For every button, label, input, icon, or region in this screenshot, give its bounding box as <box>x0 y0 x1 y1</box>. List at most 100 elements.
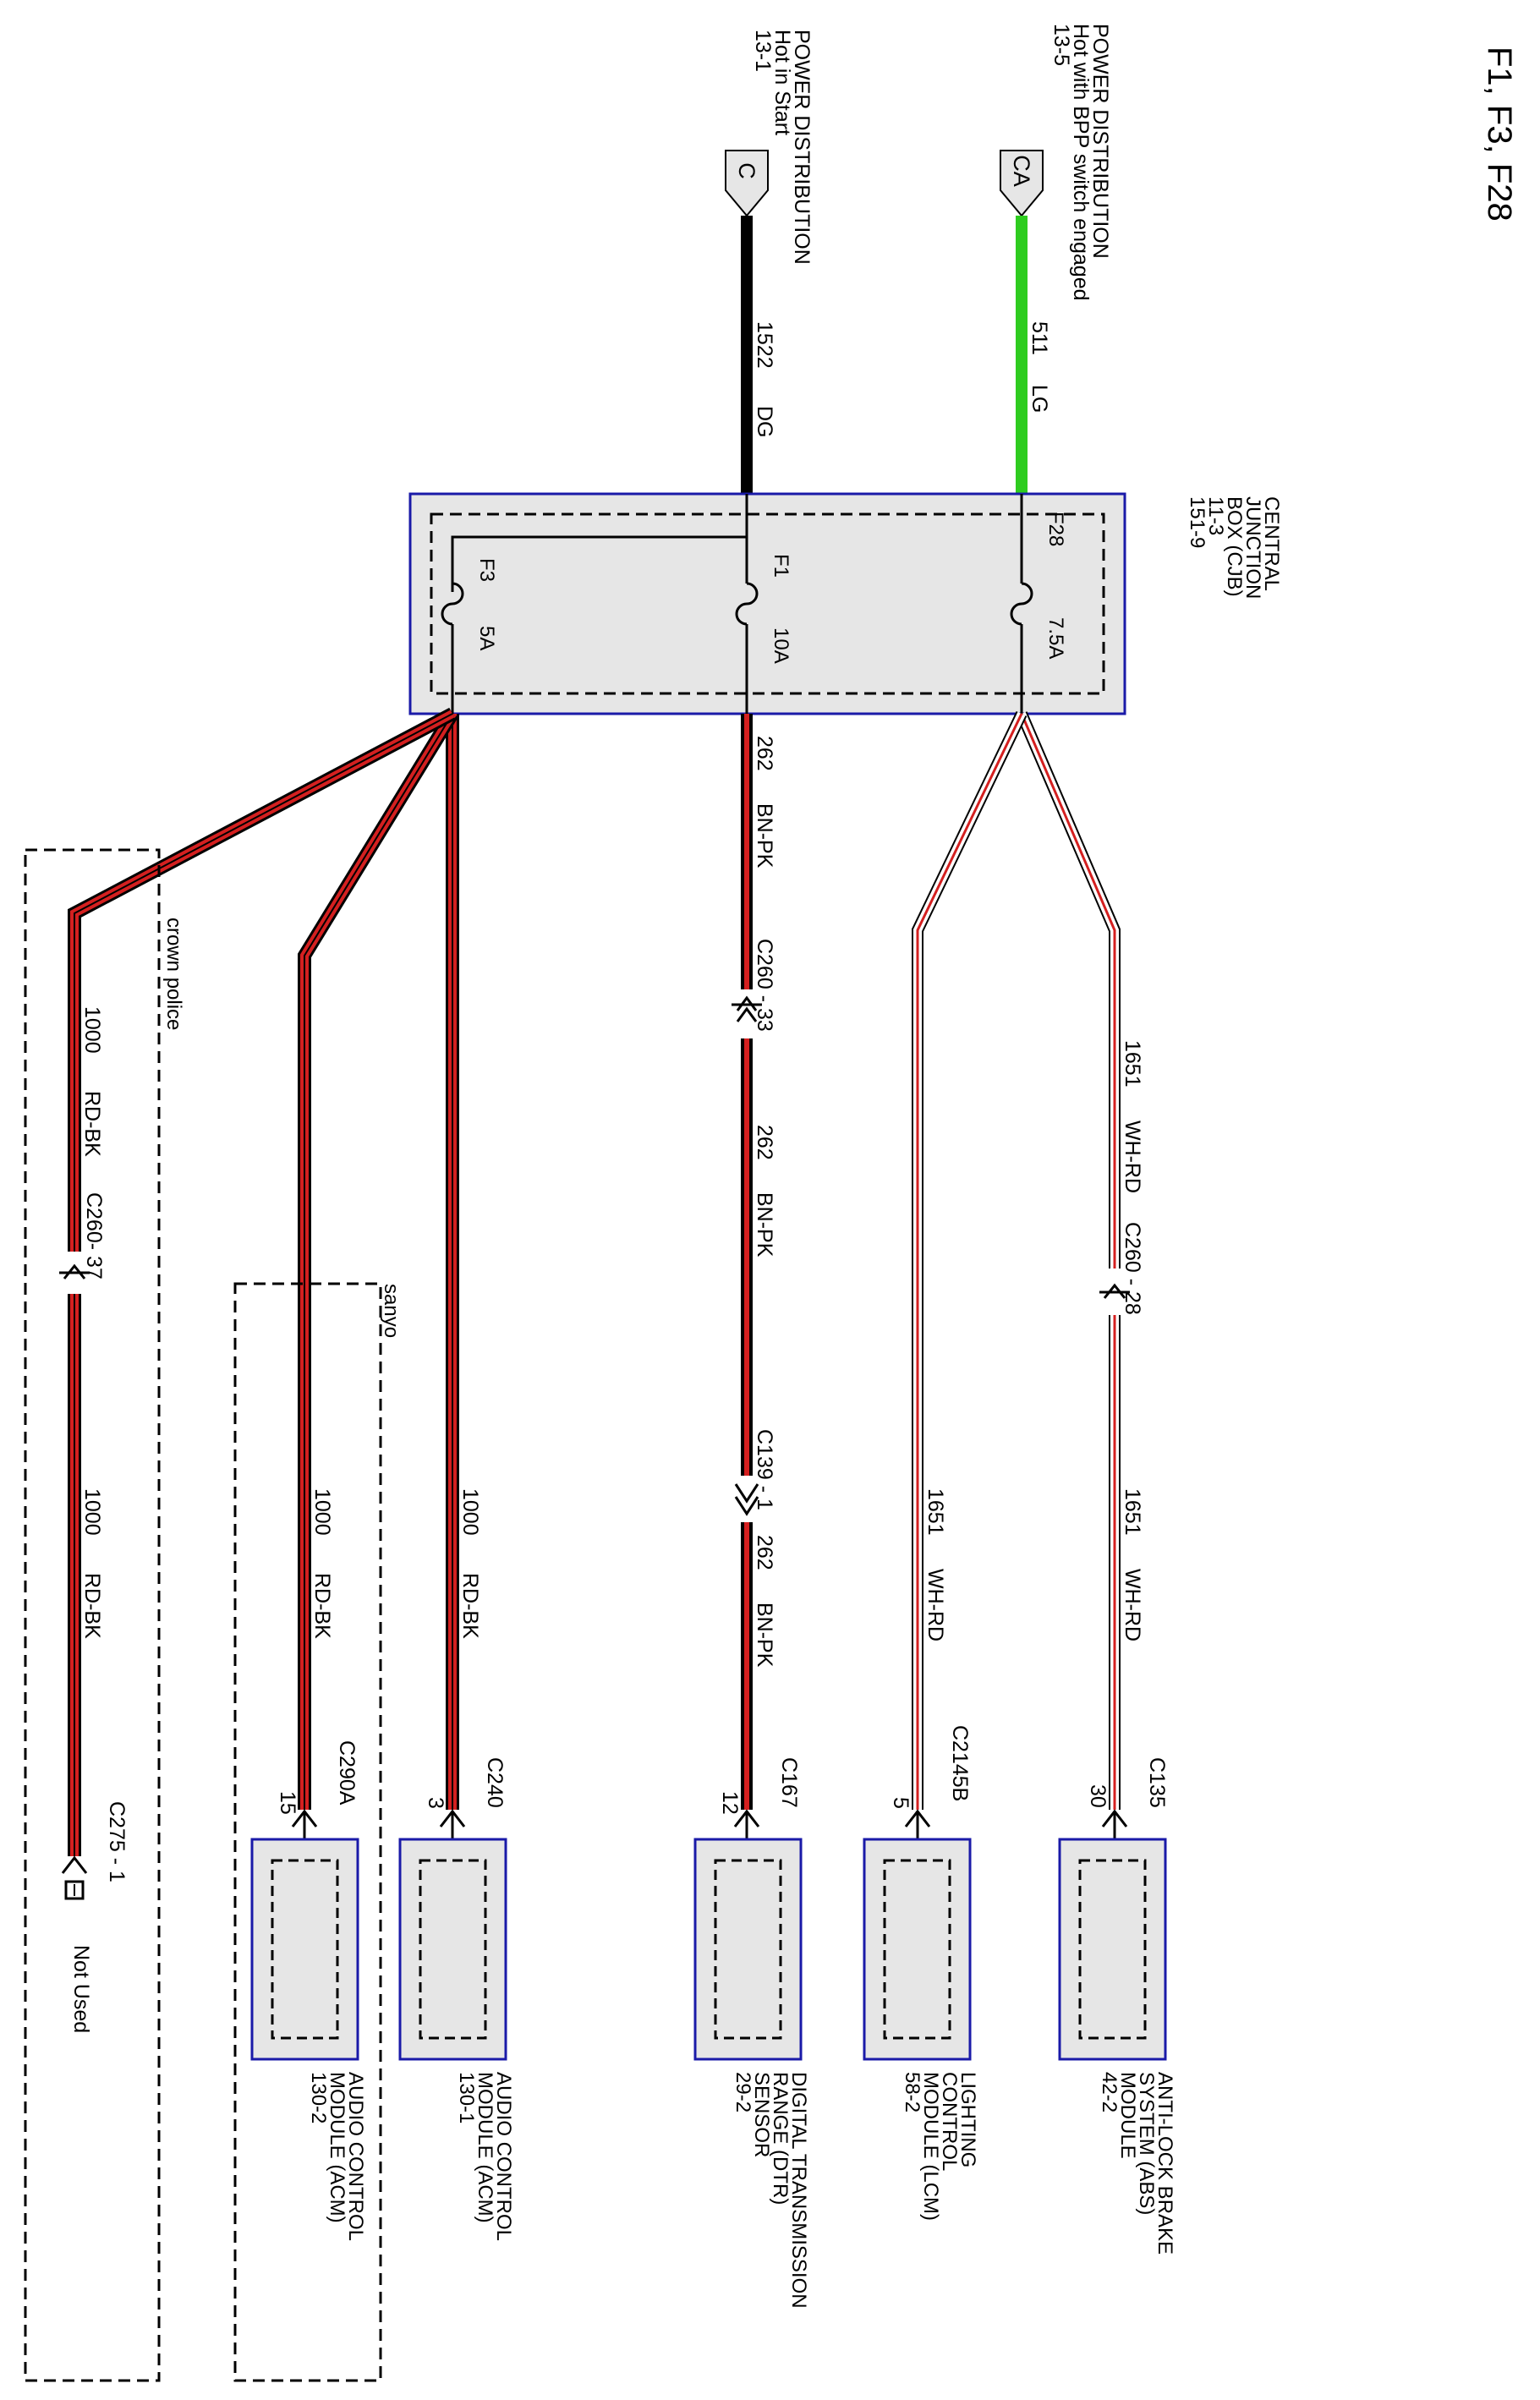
end-connector-c275: C275 - 1 Not Used <box>61 1801 129 2033</box>
abs-a-color: WH-RD <box>1121 1121 1144 1193</box>
fuse-f28-name: F28 <box>1044 512 1067 546</box>
power-source-ca: CA POWER DISTRIBUTION Hot with BPP switc… <box>1000 24 1112 301</box>
acm1-name-1: AUDIO CONTROL <box>492 2072 515 2241</box>
dtr-b-color: BN-PK <box>753 1192 776 1258</box>
lcm-circuit: 1651 <box>923 1488 947 1536</box>
fuse-f3-rating: 5A <box>475 626 498 650</box>
cjb-title-1: CENTRAL <box>1260 496 1283 591</box>
c260-33-label: C260 - 33 <box>753 939 776 1032</box>
c275-not-used: Not Used <box>69 1945 93 2033</box>
c275-name: C275 - 1 <box>105 1801 129 1882</box>
lcm-page-ref: 58-2 <box>901 2072 923 2112</box>
c260-28-label: C260 - 28 <box>1121 1222 1144 1315</box>
fuse-f28-rating: 7.5A <box>1044 617 1067 659</box>
acm1-name-2: MODULE (ACM) <box>474 2072 496 2223</box>
page-title: F1, F3, F28 <box>1481 47 1518 222</box>
abs-a-circuit: 1651 <box>1121 1040 1144 1088</box>
crown-a-color: RD-BK <box>80 1091 104 1157</box>
c139-1-label: C139 - 1 <box>753 1429 776 1510</box>
source-c-page-ref: 13-1 <box>751 30 775 72</box>
cjb-title-2: JUNCTION <box>1241 496 1264 599</box>
source-c-condition: Hot in Start <box>770 30 794 135</box>
acm2-page-ref: 130-2 <box>307 2072 330 2123</box>
abs-name-2: SYSTEM (ABS) <box>1135 2072 1158 2215</box>
acm2-name-2: MODULE (ACM) <box>326 2072 348 2223</box>
fuse-f1-rating: 10A <box>770 627 792 664</box>
acm1-page-ref: 130-1 <box>455 2072 478 2123</box>
abs-name-3: MODULE <box>1116 2072 1139 2159</box>
source-ca-condition: Hot with BPP switch engaged <box>1069 24 1093 301</box>
module-acm-1: AUDIO CONTROL MODULE (ACM) 130-1 <box>398 1838 515 2241</box>
dtr-a-color: BN-PK <box>753 803 776 868</box>
source-c-connector: C <box>734 162 759 179</box>
abs-b-color: WH-RD <box>1121 1569 1144 1641</box>
end-connector-c290a: C290A 15 <box>276 1740 359 1839</box>
wire-511-circuit: 511 <box>1028 321 1051 355</box>
option-box-crown-police: crown police <box>24 848 185 2382</box>
fuse-f3-name: F3 <box>475 558 498 582</box>
end-connector-c2145b: C2145B 5 <box>889 1725 972 1839</box>
cjb-page-ref-1: 11-3 <box>1204 496 1227 535</box>
cjb-title-3: BOX (CJB) <box>1223 496 1246 597</box>
inline-connector-c139-1: C139 - 1 <box>734 1429 776 1516</box>
abs-name-1: ANTI-LOCK BRAKE <box>1154 2072 1176 2255</box>
power-source-c: C POWER DISTRIBUTION Hot in Start 13-1 <box>725 30 814 265</box>
crown-a-circuit: 1000 <box>80 1006 104 1054</box>
dtr-name-1: DIGITAL TRANSMISSION <box>787 2072 810 2309</box>
c2145b-name: C2145B <box>948 1725 972 1801</box>
end-connector-c135: C135 30 <box>1086 1757 1169 1839</box>
source-ca-title: POWER DISTRIBUTION <box>1088 24 1112 259</box>
crown-police-label: crown police <box>162 918 185 1030</box>
fuse-f3-symbol <box>441 582 464 626</box>
acm1-circuit: 1000 <box>458 1488 482 1536</box>
central-junction-box: F3 5A F1 10A F28 7.5A CENTRAL JUNCTION B… <box>408 492 1283 715</box>
abs-page-ref: 42-2 <box>1098 2072 1121 2112</box>
acm1-color: RD-BK <box>458 1573 482 1639</box>
dtr-name-2: RANGE (DTR) <box>769 2072 792 2205</box>
lcm-name-1: LIGHTING <box>956 2072 979 2167</box>
wire-1522-color: DG <box>753 406 776 438</box>
lcm-name-2: CONTROL <box>938 2072 961 2171</box>
end-connector-c167: C167 12 <box>718 1757 801 1839</box>
source-ca-page-ref: 13-5 <box>1050 24 1073 66</box>
c167-name: C167 <box>777 1757 801 1808</box>
wire-1522-circuit: 1522 <box>753 321 776 369</box>
inline-connector-c260-28: C260 - 28 <box>1099 1222 1144 1315</box>
c2145b-pin: 5 <box>889 1797 912 1809</box>
module-abs: ANTI-LOCK BRAKE SYSTEM (ABS) MODULE 42-2 <box>1058 1838 1176 2255</box>
c240-pin: 3 <box>424 1797 447 1809</box>
c260-37-label: C260- 37 <box>82 1192 106 1279</box>
sanyo-label: sanyo <box>380 1284 403 1338</box>
dtr-b-circuit: 262 <box>753 1125 776 1160</box>
c135-pin: 30 <box>1086 1784 1110 1808</box>
lcm-name-3: MODULE (LCM) <box>919 2072 942 2221</box>
wire-1651-wh-rd <box>912 710 1121 1810</box>
acm2-name-1: AUDIO CONTROL <box>344 2072 367 2241</box>
wire-1000-rd-bk <box>68 707 459 1856</box>
crown-b-color: RD-BK <box>80 1573 104 1639</box>
lcm-color: WH-RD <box>923 1569 947 1641</box>
module-lcm: LIGHTING CONTROL MODULE (LCM) 58-2 <box>863 1838 979 2221</box>
crown-b-circuit: 1000 <box>80 1488 104 1536</box>
dtr-c-circuit: 262 <box>753 1535 776 1570</box>
inline-connector-c260-37: C260- 37 <box>59 1192 106 1279</box>
wire-511-color: LG <box>1028 385 1051 413</box>
option-box-sanyo: sanyo <box>233 1282 403 2382</box>
fuse-f1-symbol <box>735 582 759 626</box>
c135-name: C135 <box>1145 1757 1169 1808</box>
c290a-pin: 15 <box>276 1791 299 1815</box>
c167-pin: 12 <box>718 1791 742 1815</box>
dtr-name-3: SENSOR <box>750 2072 773 2157</box>
dtr-a-circuit: 262 <box>753 736 776 771</box>
module-dtr: DIGITAL TRANSMISSION RANGE (DTR) SENSOR … <box>693 1838 810 2309</box>
fuse-f28-symbol <box>1010 582 1033 626</box>
source-c-title: POWER DISTRIBUTION <box>790 30 814 265</box>
dtr-c-color: BN-PK <box>753 1603 776 1668</box>
dtr-page-ref: 29-2 <box>732 2072 754 2112</box>
source-ca-connector: CA <box>1009 155 1034 187</box>
c290a-name: C290A <box>335 1740 359 1805</box>
end-connector-c240: C240 3 <box>424 1757 507 1839</box>
c240-name: C240 <box>483 1757 507 1808</box>
cjb-page-ref-2: 151-9 <box>1186 496 1208 548</box>
